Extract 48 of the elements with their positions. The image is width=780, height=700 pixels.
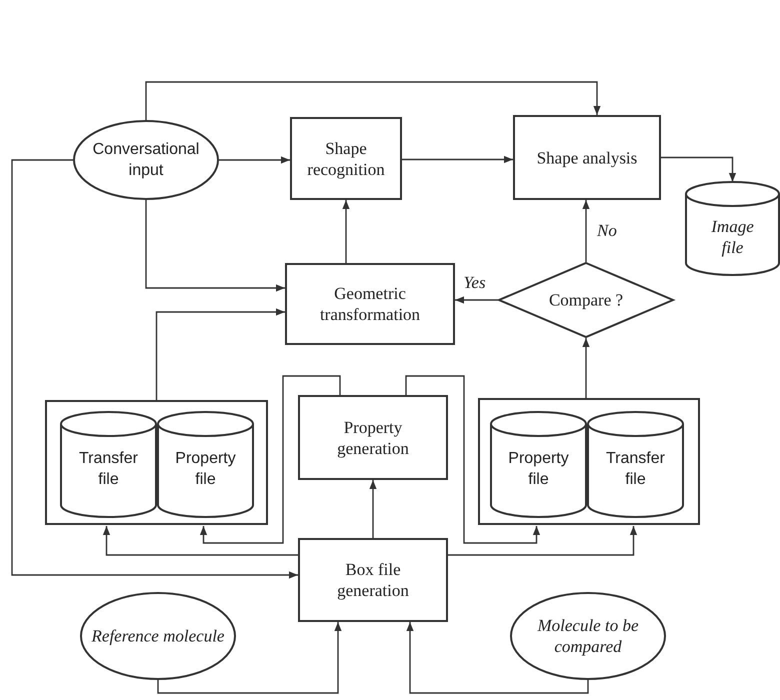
arrow — [145, 200, 285, 292]
terminal-ellipse — [510, 592, 666, 680]
arrow — [455, 296, 498, 304]
group-box — [45, 400, 268, 525]
process-box — [298, 538, 448, 622]
arrow — [156, 308, 285, 400]
arrow — [157, 622, 342, 694]
arrow — [102, 526, 298, 556]
arrow — [145, 81, 601, 120]
file-cylinder — [490, 412, 587, 517]
node-label: Shape recognition — [306, 138, 386, 180]
terminal-ellipse — [80, 592, 236, 680]
arrow — [219, 156, 290, 164]
arrow — [448, 526, 638, 556]
arrow — [11, 159, 298, 579]
node-label: Property file — [174, 449, 237, 490]
node-label: Reference molecule — [90, 626, 226, 646]
arrow — [200, 375, 341, 544]
file-cylinder — [60, 412, 157, 517]
file-cylinder — [587, 412, 684, 517]
node-label: Shape analysis — [536, 147, 638, 168]
node-label: Conversational input — [92, 140, 200, 181]
group-box — [478, 398, 700, 525]
arrow — [406, 622, 589, 694]
arrow — [342, 200, 350, 263]
arrow — [369, 480, 377, 538]
node-label: Image file — [710, 216, 755, 258]
decision-diamond — [498, 262, 674, 338]
node-label: Transfer file — [78, 449, 139, 490]
node-label: Compare ? — [548, 290, 624, 310]
file-cylinder — [157, 412, 254, 517]
arrow — [661, 156, 736, 182]
node-label: Molecule to be compared — [536, 615, 640, 657]
node-label: Transfer file — [605, 449, 666, 490]
arrow — [582, 338, 590, 398]
node-label: Geometric transformation — [318, 283, 422, 325]
arrow — [402, 156, 513, 164]
node-label: Property file — [507, 449, 570, 490]
process-box — [513, 115, 661, 200]
node-label: Box file generation — [336, 559, 410, 601]
node-label: Property generation — [336, 416, 410, 458]
file-cylinder — [685, 182, 780, 275]
process-box — [285, 263, 455, 345]
process-box — [290, 117, 402, 200]
arrow — [582, 200, 590, 262]
terminal-ellipse — [73, 120, 219, 200]
arrow — [405, 375, 540, 544]
process-box — [298, 395, 448, 480]
